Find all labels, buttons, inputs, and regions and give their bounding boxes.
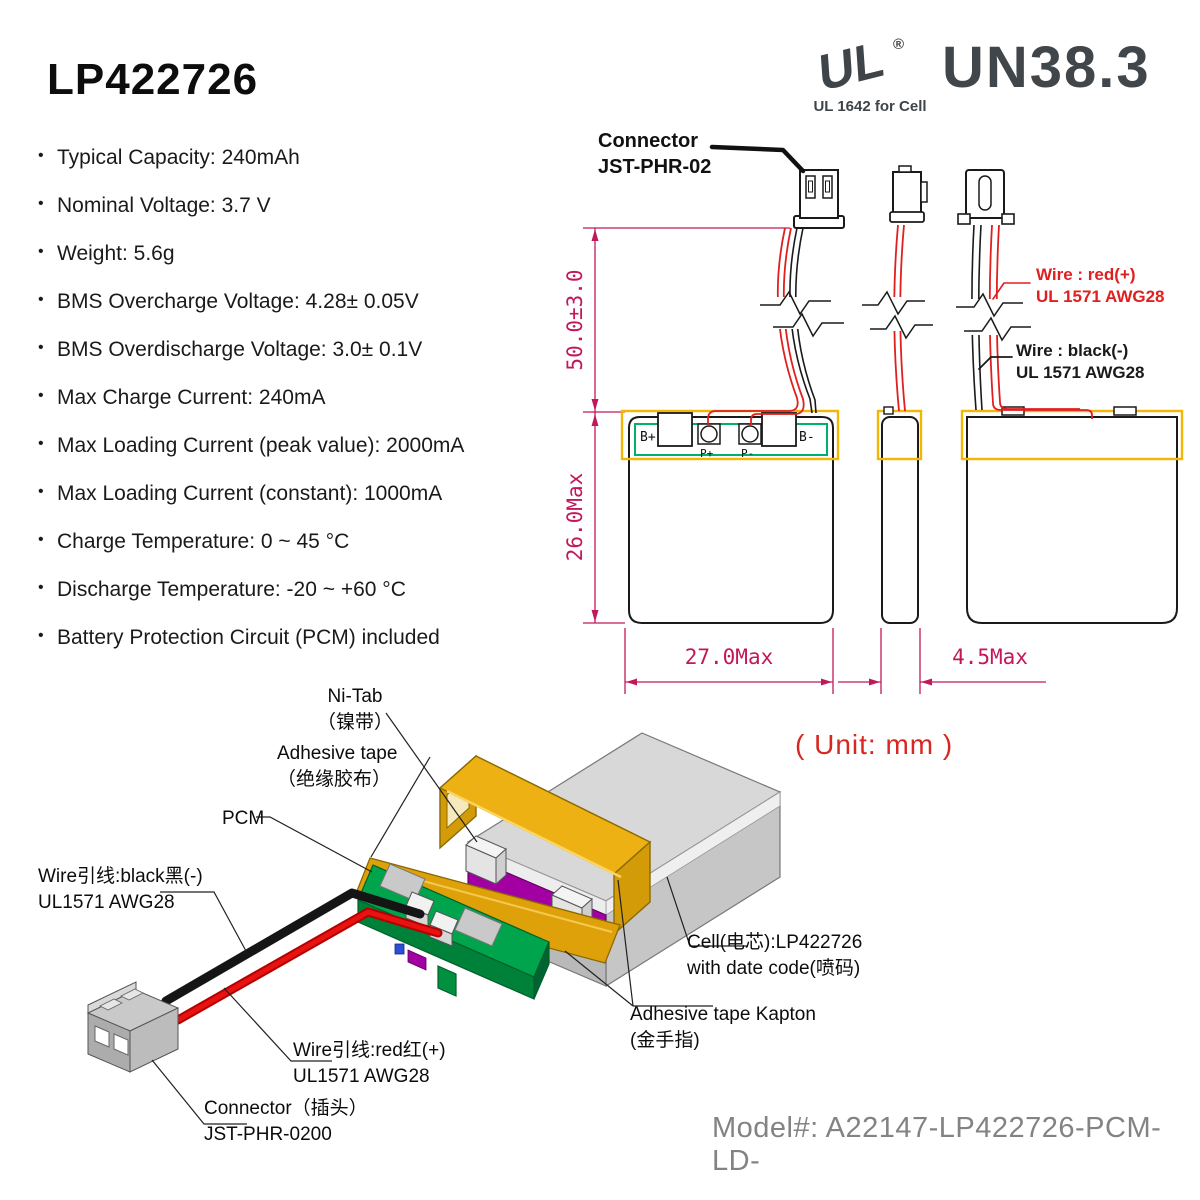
spec-item: Weight: 5.6g [38,242,464,266]
b-minus-tab [761,412,797,447]
spec-item: Nominal Voltage: 3.7 V [38,194,464,218]
spec-item: Max Loading Current (constant): 1000mA [38,482,464,506]
ni-tab-weld-right [1113,406,1137,416]
spec-item: Max Loading Current (peak value): 2000mA [38,434,464,458]
wire-black-iso-label: Wire引线:black黑(-) UL1571 AWG28 [38,866,203,913]
terminal-p-minus: P- [741,447,755,460]
connector-callout: Connector JST-PHR-02 [598,130,712,178]
black-wire-3d [161,888,425,1006]
model-number: Model#: A22147-LP422726-PCM-LD- [712,1112,1162,1177]
spec-list: Typical Capacity: 240mAh Nominal Voltage… [38,146,464,674]
terminal-b-minus: B- [799,430,815,445]
wire-red-iso-label: Wire引线:red红(+) UL1571 AWG28 [293,1040,446,1087]
wire-red-callout: Wire : red(+) UL 1571 AWG28 [1036,265,1165,306]
spec-item: BMS Overdischarge Voltage: 3.0± 0.1V [38,338,464,362]
connector-back-view [957,169,1015,225]
terminal-p-plus: P+ [700,447,714,460]
spec-item: Charge Temperature: 0 ~ 45 °C [38,530,464,554]
drawing-leader-lines [709,144,1031,370]
b-plus-tab [657,412,693,447]
back-view [960,224,1184,624]
front-red-wires [707,227,805,425]
connector-side-view [889,165,928,223]
dimension-lines [583,227,1046,694]
unit-note: ( Unit: mm ) [795,729,954,760]
spec-item: Battery Protection Circuit (PCM) include… [38,626,464,650]
wire-black-callout: Wire : black(-) UL 1571 AWG28 [1016,341,1145,382]
kapton-staple [438,754,652,936]
back-tape-outline [960,409,1184,461]
spec-item: Typical Capacity: 240mAh [38,146,464,170]
spec-item: Discharge Temperature: -20 ~ +60 °C [38,578,464,602]
exploded-view [86,712,782,1125]
side-tape-outline [876,409,923,461]
dim-width: 27.0Max [684,645,774,669]
connector-3d [86,981,180,1073]
kapton-label: Adhesive tape Kapton (金手指) [630,1004,816,1051]
exploded-leader-lines [151,712,748,1125]
adhesive-tape-label: Adhesive tape （绝缘胶布） [277,743,398,790]
connector-iso-label: Connector（插头） JST-PHR-0200 [204,1098,368,1145]
back-red-wires [988,224,1093,419]
registered-mark-icon: ® [893,36,905,53]
dim-thickness: 4.5Max [952,645,1028,669]
wire-break-symbols [758,290,1044,342]
spec-item: BMS Overcharge Voltage: 4.28± 0.05V [38,290,464,314]
ul-caption: UL 1642 for Cell [813,98,927,115]
un383-mark: UN38.3 [942,35,1151,100]
wires-3d [161,888,443,1025]
ni-tab-weld-left [1001,406,1025,416]
front-pcm-outline [634,423,828,456]
connector-front-view [793,169,845,229]
front-view [620,227,840,624]
ni-tab-label: Ni-Tab （镍带） [316,686,393,733]
dim-height: 50.0±3.0 [563,269,587,371]
dim-body-height: 26.0Max [563,472,587,562]
dimension-arrows [591,229,932,686]
page-title: LP422726 [47,55,259,104]
spec-item: Max Charge Current: 240mA [38,386,464,410]
side-view [876,224,923,624]
pcm-label: PCM [222,808,265,829]
cell-label: Cell(电芯):LP422726 with date code(喷码) [687,932,863,979]
terminal-b-plus: B+ [640,430,656,445]
